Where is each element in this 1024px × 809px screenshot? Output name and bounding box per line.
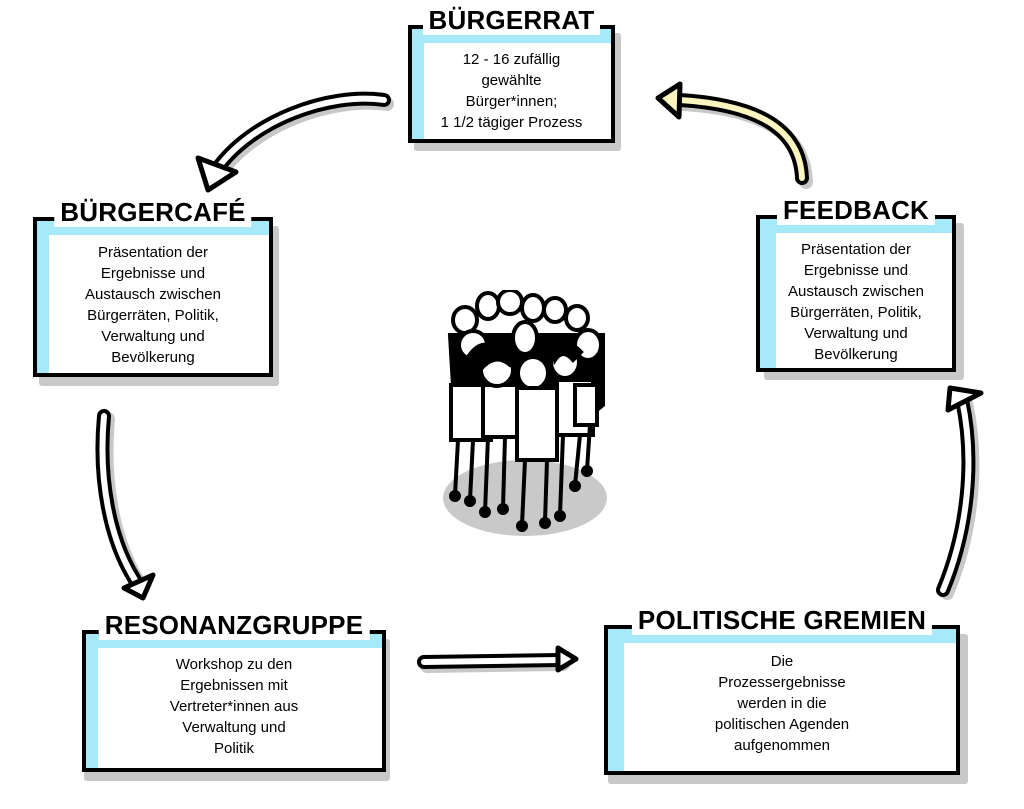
node-title: RESONANZGRUPPE — [98, 610, 370, 640]
arrow-buergerrat-to-buergercafe — [195, 91, 394, 193]
arrow-resonanzgruppe-to-politische-gremien — [417, 645, 579, 673]
node-title: FEEDBACK — [776, 195, 936, 225]
arrow-feedback-to-buergerrat — [655, 81, 813, 189]
node-frame — [82, 630, 386, 772]
node-title: BÜRGERRAT — [422, 5, 601, 35]
node-buergercafe: BÜRGERCAFÉ Präsentation der Ergebnisse u… — [33, 197, 279, 386]
node-description: Präsentation der Ergebnisse und Austausc… — [85, 244, 221, 366]
node-frame — [604, 625, 960, 775]
node-feedback: FEEDBACK Präsentation der Ergebnisse und… — [756, 195, 964, 380]
people-figures — [447, 290, 605, 532]
node-title: POLITISCHE GREMIEN — [631, 605, 933, 635]
arrow-buergercafe-to-resonanzgruppe — [95, 409, 156, 601]
node-description: Die Prozessergebnisse werden in die poli… — [714, 653, 850, 754]
node-description: 12 - 16 zufällig gewählte Bürger*innen; … — [440, 51, 583, 131]
node-title: BÜRGERCAFÉ — [54, 197, 252, 227]
node-description: Workshop zu den Ergebnissen mit Vertrete… — [169, 656, 299, 757]
node-description: Präsentation der Ergebnisse und Austausc… — [788, 241, 924, 363]
node-frame — [756, 215, 956, 372]
node-resonanzgruppe: RESONANZGRUPPE Workshop zu den Ergebniss… — [82, 610, 390, 781]
group-of-people-illustration — [443, 290, 607, 536]
node-politische-gremien: POLITISCHE GREMIEN Die Prozessergebnisse… — [604, 605, 968, 784]
arrow-politische-gremien-to-feedback — [936, 385, 984, 600]
node-buergerrat: BÜRGERRAT 12 - 16 zufällig gewählte Bürg… — [408, 5, 621, 151]
